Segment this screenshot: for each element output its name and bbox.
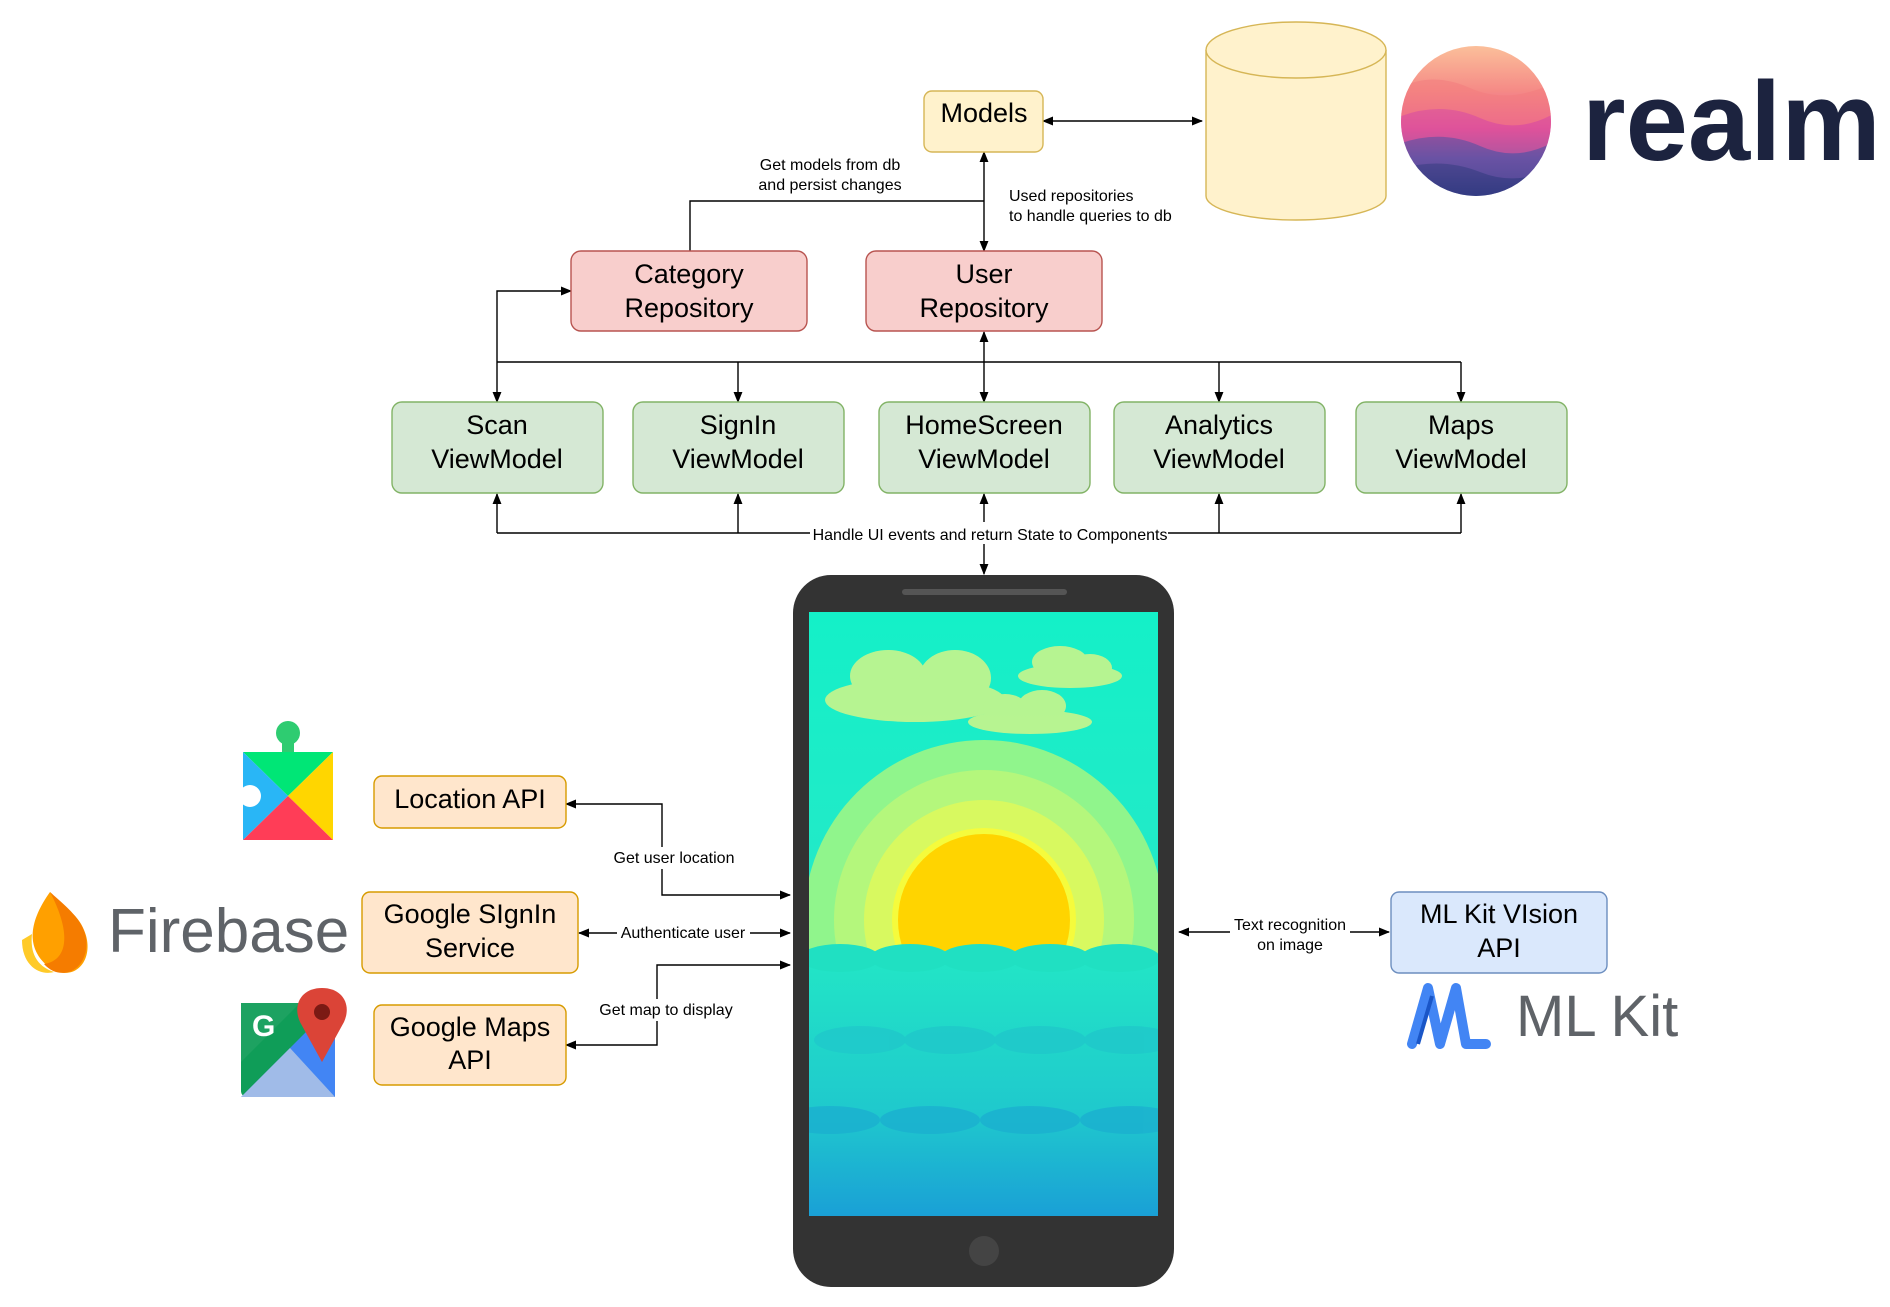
label-get-user-location: Get user location — [614, 850, 735, 867]
firebase-logo: Firebase — [22, 892, 349, 973]
svg-text:Location API: Location API — [394, 784, 546, 814]
svg-text:G: G — [252, 1010, 275, 1043]
smartphone-illustration — [793, 575, 1174, 1287]
label-get-map: Get map to display — [599, 1002, 732, 1019]
play-services-icon — [239, 721, 333, 840]
node-models[interactable]: Models — [923, 90, 1044, 153]
realm-wordmark: realm — [1582, 59, 1881, 184]
google-maps-icon: G — [241, 988, 347, 1097]
firebase-wordmark: Firebase — [108, 897, 349, 966]
mlkit-wordmark: ML Kit — [1516, 984, 1678, 1049]
node-location-api[interactable]: Location API — [373, 775, 567, 829]
label-handle-ui-events: Handle UI events and return State to Com… — [813, 527, 1168, 544]
mlkit-logo: ML Kit — [1407, 983, 1678, 1049]
realm-logo: realm — [1401, 46, 1881, 196]
svg-text:Models: Models — [940, 98, 1027, 128]
database-cylinder — [1205, 21, 1387, 221]
label-authenticate-user: Authenticate user — [621, 925, 746, 942]
